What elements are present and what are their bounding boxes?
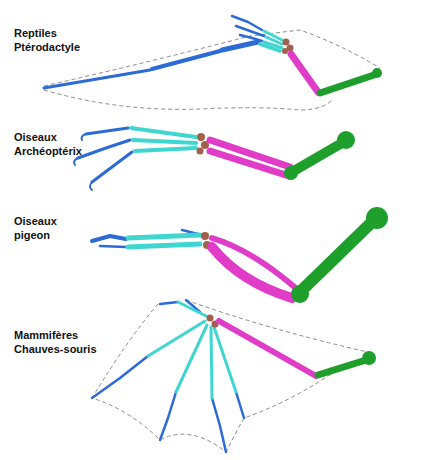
group-label: Reptiles Ptérodactyle	[14, 26, 104, 54]
carpal-bone	[283, 39, 290, 46]
metacarpal-bone	[176, 325, 207, 392]
wing-membrane	[44, 90, 332, 110]
humerus-head	[362, 351, 376, 365]
humerus-bone	[320, 75, 374, 93]
phalanx-bone	[240, 35, 262, 41]
metacarpal-bone	[178, 302, 206, 316]
radius-ulna-bone	[219, 321, 316, 376]
carpal-bone	[207, 315, 214, 322]
humerus-head	[366, 207, 388, 229]
group-label: Oiseaux pigeon	[14, 214, 69, 242]
phalanx-bone	[86, 128, 128, 134]
phalanx-bone	[92, 356, 148, 398]
humerus-condyle	[291, 285, 309, 303]
phalanx-bone	[232, 16, 262, 30]
wing-membrane	[92, 304, 334, 452]
wing-membrane	[186, 300, 368, 352]
carpal-bone	[197, 133, 205, 141]
wing-membrane	[44, 30, 380, 86]
humerus-bone	[318, 360, 366, 375]
pigeon-wing	[92, 207, 388, 303]
carpometacarpus-bone	[128, 244, 200, 247]
phalanx-bone	[222, 42, 258, 50]
bat-wing	[92, 300, 376, 452]
phalanx-bone	[92, 152, 132, 182]
phalanx-bone	[152, 51, 220, 69]
carpometacarpus-bone	[128, 235, 200, 238]
phalanx-bone	[160, 302, 178, 304]
carpal-bone	[282, 48, 288, 54]
group-label: Mammifères Chauves-souris	[14, 328, 114, 356]
phalanx-bone	[92, 236, 126, 241]
phalanx-bone	[212, 398, 226, 452]
phalanx-bone	[160, 392, 176, 440]
phalanx-bone	[100, 246, 126, 247]
archaeopteryx-wing	[74, 128, 355, 190]
claw	[82, 134, 87, 140]
phalanx-bone	[78, 140, 130, 158]
metacarpal-bone	[214, 327, 236, 392]
humerus-bone	[292, 143, 342, 172]
pterodactyl-wing	[44, 16, 382, 110]
humerus-bone	[300, 222, 372, 292]
radius-ulna-bone	[291, 54, 318, 92]
metacarpal-bone	[131, 128, 196, 137]
carpal-bone	[197, 148, 204, 155]
phalanx-bone	[44, 70, 150, 88]
metacarpal-bone	[133, 140, 196, 143]
carpal-bone	[201, 232, 209, 240]
ulna-bone	[212, 247, 292, 298]
claw	[90, 182, 92, 190]
group-label: Oiseaux Archéoptérix	[14, 130, 104, 158]
humerus-condyle	[284, 166, 298, 180]
ulna-bone	[210, 151, 289, 176]
humerus-head	[372, 68, 382, 78]
humerus-head	[337, 131, 355, 149]
claw	[74, 158, 78, 165]
metacarpal-bone	[135, 148, 196, 151]
phalanx-bone	[236, 392, 244, 418]
metacarpal-bone	[211, 327, 212, 398]
metacarpal-bone	[260, 44, 280, 51]
